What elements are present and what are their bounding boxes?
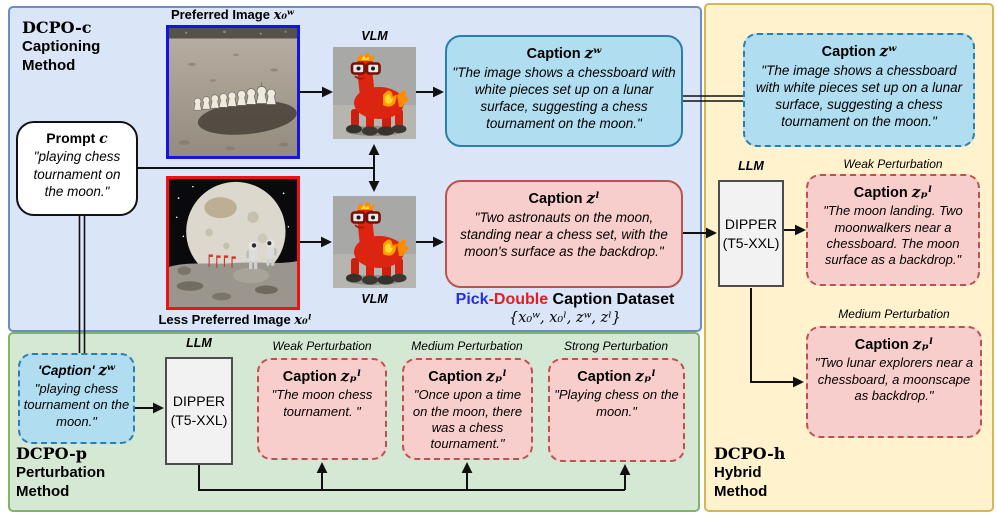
vlm-mascot-icon bbox=[333, 47, 416, 139]
preferred-image bbox=[166, 25, 300, 159]
quoted-caption-zw-box: 'Caption' zʷ "playing chess tournament o… bbox=[18, 353, 135, 444]
weak-perturbation-label-yellow: Weak Perturbation bbox=[843, 157, 943, 171]
panel-title-dcpo-c: DCPO-c Captioning Method bbox=[22, 18, 100, 76]
prompt-bubble: Prompt c "playing chess tournament on th… bbox=[16, 121, 138, 216]
prompt-symbol: c bbox=[99, 131, 108, 147]
less-preferred-image bbox=[166, 176, 300, 310]
medium-perturbation-label-green: Medium Perturbation bbox=[411, 339, 523, 353]
llm-label-green: LLM bbox=[186, 336, 212, 350]
medium-perturbation-label-yellow: Medium Perturbation bbox=[838, 307, 950, 321]
prompt-text: "playing chess tournament on the moon." bbox=[33, 149, 121, 200]
chess-on-moon-image bbox=[169, 28, 297, 156]
dipper-box-yellow: DIPPER (T5-XXL) bbox=[718, 180, 784, 287]
dcpo-p-name: DCPO-p bbox=[16, 444, 87, 463]
caption-zw-hybrid-text: "The image shows a chessboard with white… bbox=[755, 63, 963, 130]
vlm-label-top: VLM bbox=[361, 29, 388, 43]
panel-title-dcpo-h: DCPO-h Hybrid Method bbox=[714, 444, 785, 502]
llm-label-yellow: LLM bbox=[738, 159, 764, 173]
dcpo-c-method: Captioning Method bbox=[22, 38, 101, 74]
caption-zl-box: Caption zˡ "Two astronauts on the moon, … bbox=[445, 180, 683, 288]
dataset-pick: Pick bbox=[455, 291, 489, 308]
astronaut-figure bbox=[246, 239, 277, 270]
preferred-image-symbol: x₀ʷ bbox=[273, 8, 295, 23]
astronauts-moon-image bbox=[169, 179, 297, 307]
panel-title-dcpo-p: DCPO-p Perturbation Method bbox=[16, 444, 105, 502]
less-preferred-image-symbol: x₀ˡ bbox=[294, 313, 312, 328]
caption-zw-box: Caption zʷ "The image shows a chessboard… bbox=[445, 35, 683, 147]
dataset-title: Pick-Double Caption Dataset bbox=[435, 291, 695, 309]
dcpo-c-name: DCPO-c bbox=[22, 18, 92, 37]
vlm-mascot-icon bbox=[333, 196, 416, 288]
strong-perturbation-box-green: Caption zₚˡ "Playing chess on the moon." bbox=[548, 358, 685, 462]
preferred-image-label: Preferred Image x₀ʷ bbox=[170, 7, 295, 23]
dipper-box-green: DIPPER (T5-XXL) bbox=[165, 357, 233, 465]
weak-perturbation-box-yellow: Caption zₚˡ "The moon landing. Two moonw… bbox=[806, 174, 980, 286]
less-preferred-image-label: Less Preferred Image x₀ˡ bbox=[158, 312, 312, 328]
dataset-label: Pick-Double Caption Dataset {x₀ʷ, x₀ˡ, z… bbox=[435, 291, 695, 326]
vlm-label-bottom: VLM bbox=[361, 292, 388, 306]
medium-perturbation-box-yellow: Caption zₚˡ "Two lunar explorers near a … bbox=[806, 326, 982, 438]
zl-symbol: zˡ bbox=[586, 189, 600, 207]
dcpo-h-method: Hybrid Method bbox=[714, 464, 768, 500]
quoted-caption-text: "playing chess tournament on the moon." bbox=[23, 380, 130, 429]
caption-zl-text: "Two astronauts on the moon, standing ne… bbox=[460, 210, 668, 260]
dataset-double: -Double bbox=[488, 291, 549, 308]
medium-perturbation-box-green: Caption zₚˡ "Once upon a time on the moo… bbox=[402, 358, 533, 460]
vlm-image-bottom bbox=[333, 196, 416, 288]
dataset-rest: Caption Dataset bbox=[548, 291, 675, 308]
dcpo-p-method: Perturbation Method bbox=[16, 464, 106, 500]
dataset-tuple: {x₀ʷ, x₀ˡ, zʷ, zˡ} bbox=[508, 310, 622, 326]
zw-symbol: zʷ bbox=[584, 44, 602, 62]
weak-perturbation-box-green: Caption zₚˡ "The moon chess tournament. … bbox=[257, 358, 387, 460]
weak-perturbation-label-green: Weak Perturbation bbox=[272, 339, 372, 353]
vlm-image-top bbox=[333, 47, 416, 139]
caption-zw-box-hybrid: Caption zʷ "The image shows a chessboard… bbox=[743, 33, 975, 147]
strong-perturbation-label-green: Strong Perturbation bbox=[563, 339, 669, 353]
caption-zw-text: "The image shows a chessboard with white… bbox=[452, 65, 676, 132]
prompt-label: Prompt bbox=[46, 130, 96, 146]
dcpo-h-name: DCPO-h bbox=[714, 444, 786, 463]
